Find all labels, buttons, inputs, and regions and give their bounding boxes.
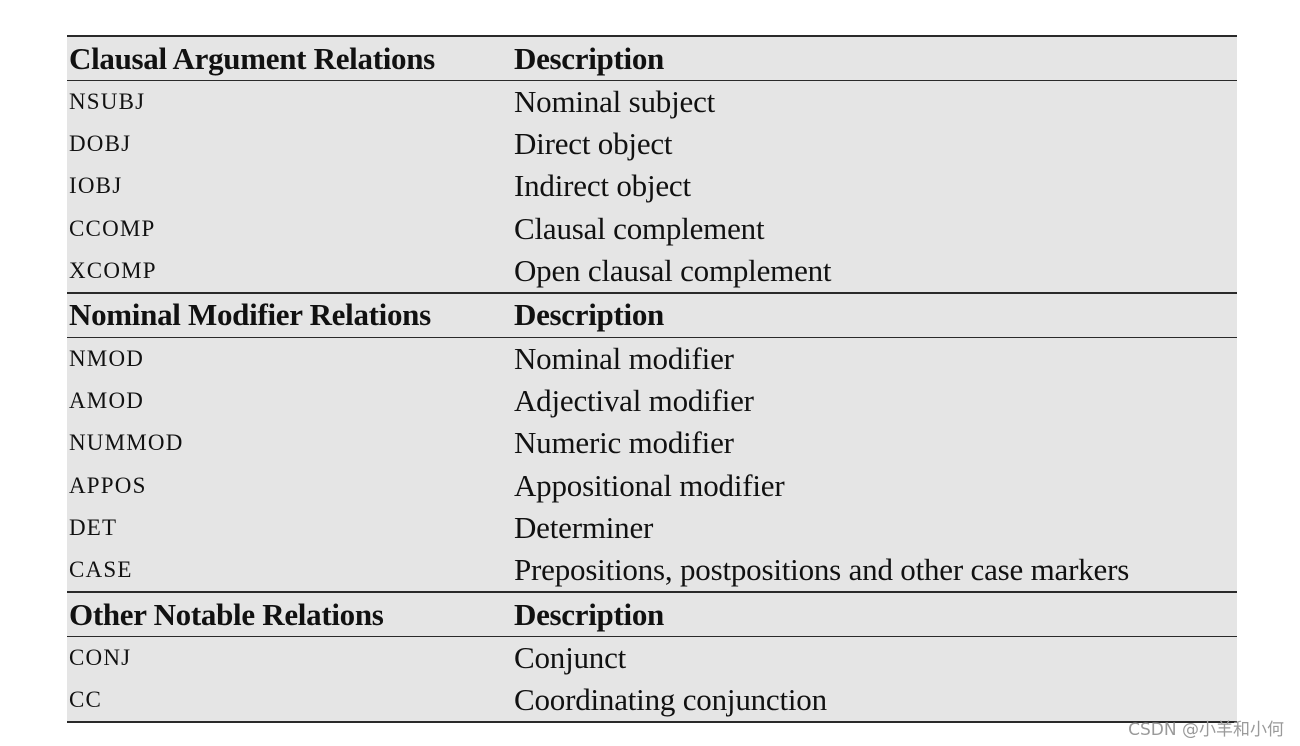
- relation-description: Appositional modifier: [514, 467, 785, 503]
- relation-description: Clausal complement: [514, 210, 765, 246]
- relation-description: Adjectival modifier: [514, 383, 754, 419]
- relation-code: APPOS: [69, 472, 147, 498]
- header-relation: Nominal Modifier Relations: [69, 297, 431, 333]
- relation-code: CCOMP: [69, 215, 156, 241]
- relations-table: Clausal Argument Relations Description N…: [67, 35, 1237, 724]
- table-row: NMOD Nominal modifier: [67, 337, 1237, 380]
- header-relation: Other Notable Relations: [69, 596, 384, 632]
- relation-code: AMOD: [69, 388, 145, 414]
- relation-description: Nominal subject: [514, 84, 716, 120]
- relation-description: Indirect object: [514, 168, 691, 204]
- table-row: CC Coordinating conjunction: [67, 679, 1237, 724]
- table-row: IOBJ Indirect object: [67, 165, 1237, 207]
- relation-code: CONJ: [69, 645, 132, 671]
- table-row: DET Determiner: [67, 507, 1237, 549]
- section-header-nominal: Nominal Modifier Relations Description: [67, 292, 1237, 338]
- table-row: NSUBJ Nominal subject: [67, 81, 1237, 124]
- table-row: DOBJ Direct object: [67, 123, 1237, 165]
- section-header-other: Other Notable Relations Description: [67, 592, 1237, 637]
- header-description: Description: [514, 40, 664, 76]
- table-row: XCOMP Open clausal complement: [67, 250, 1237, 293]
- relation-description: Direct object: [514, 126, 673, 162]
- relation-code: DOBJ: [69, 131, 132, 157]
- relation-description: Coordinating conjunction: [512, 679, 1237, 724]
- relation-description: Determiner: [514, 509, 654, 545]
- relation-code: XCOMP: [69, 257, 157, 283]
- relation-description: Open clausal complement: [514, 252, 832, 288]
- relation-code: CC: [67, 679, 512, 724]
- relation-code: CASE: [69, 556, 133, 582]
- relation-description: Numeric modifier: [514, 425, 734, 461]
- relation-code: NMOD: [69, 346, 145, 372]
- relation-code: IOBJ: [69, 173, 123, 199]
- dependency-relations-table: Clausal Argument Relations Description N…: [67, 35, 1237, 724]
- header-description: Description: [514, 297, 664, 333]
- table-row: NUMMOD Numeric modifier: [67, 422, 1237, 464]
- relation-code: NUMMOD: [69, 430, 184, 456]
- relation-description: Nominal modifier: [514, 341, 734, 377]
- relation-description: Prepositions, postpositions and other ca…: [514, 551, 1130, 587]
- table-row: CONJ Conjunct: [67, 637, 1237, 680]
- table-row: AMOD Adjectival modifier: [67, 380, 1237, 422]
- header-description: Description: [514, 596, 664, 632]
- table-row: CASE Prepositions, postpositions and oth…: [67, 549, 1237, 592]
- relation-code: NSUBJ: [69, 89, 146, 115]
- table-row: APPOS Appositional modifier: [67, 465, 1237, 507]
- relation-code: DET: [69, 514, 118, 540]
- relation-description: Conjunct: [514, 640, 627, 676]
- watermark: CSDN @小羊和小何: [1128, 720, 1284, 740]
- header-relation: Clausal Argument Relations: [69, 40, 435, 76]
- table-row: CCOMP Clausal complement: [67, 208, 1237, 250]
- section-header-clausal: Clausal Argument Relations Description: [67, 36, 1237, 81]
